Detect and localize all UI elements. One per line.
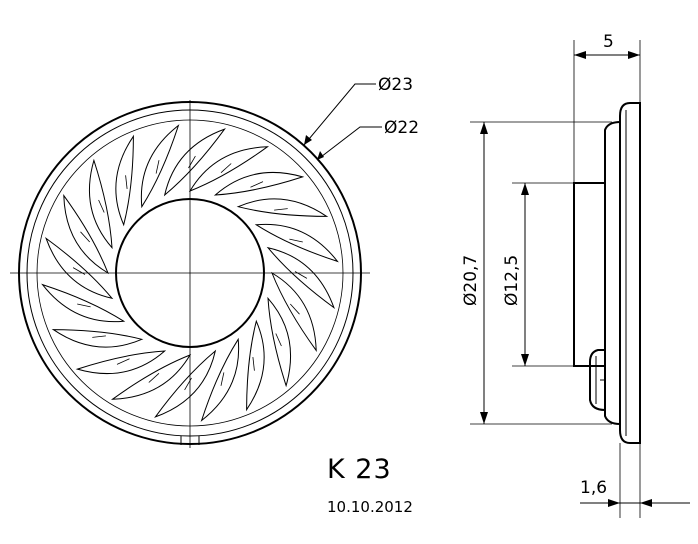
model-label: K 23: [327, 454, 392, 485]
flange-label: 1,6: [580, 478, 607, 498]
vent-rib: [98, 199, 105, 213]
vent-rib: [250, 181, 264, 188]
vent-slots: [41, 124, 339, 422]
vent-slot: [246, 319, 265, 412]
vent-slot: [88, 158, 113, 250]
title-block: K 23 10.10.2012: [327, 454, 413, 516]
vent-slot: [51, 329, 144, 348]
bottom-notch: [180, 436, 200, 445]
vent-slot: [75, 350, 167, 375]
flange-arrow-left: [608, 499, 620, 507]
depth-label: 5: [603, 32, 614, 52]
vent-slot: [154, 349, 217, 418]
vent-slot: [236, 198, 329, 217]
rim-profile: [619, 102, 641, 444]
magnet-body: [573, 182, 605, 367]
vent-rib: [289, 238, 303, 243]
vent-rib: [274, 208, 288, 211]
depth-arrow-right: [628, 51, 640, 59]
rim-arrow-bottom: [480, 412, 488, 424]
vent-rib: [125, 175, 128, 189]
vent-rib: [220, 163, 232, 173]
vent-slot: [163, 128, 226, 197]
magnet-diameter-label: Ø12,5: [502, 255, 522, 306]
vent-slot: [45, 237, 114, 300]
vent-slot: [270, 271, 317, 353]
vent-slot: [188, 146, 270, 193]
vent-rib: [148, 373, 160, 383]
flange-arrow-right: [640, 499, 652, 507]
inner-diameter-leader: [316, 126, 382, 161]
magnet-arrow-top: [521, 183, 529, 195]
vent-rib: [290, 303, 300, 315]
vent-rib: [252, 357, 255, 371]
vent-rib: [77, 303, 91, 308]
vent-rib: [155, 160, 160, 174]
depth-arrow-left: [574, 51, 586, 59]
outer-diameter-leader: [303, 83, 376, 146]
vent-rib: [116, 358, 130, 365]
outer-diameter-arrow: [304, 135, 312, 145]
vent-slot: [254, 223, 339, 263]
vent-slot: [63, 193, 110, 275]
solder-tab-inner: [595, 356, 605, 404]
vent-slot: [266, 246, 335, 309]
magnet-arrow-bottom: [521, 354, 529, 366]
date-label: 10.10.2012: [327, 498, 413, 516]
vent-rib: [80, 231, 90, 243]
vent-slot: [267, 296, 292, 388]
vent-slot: [200, 337, 240, 422]
vent-rib: [220, 372, 225, 386]
rim-arrow-top: [480, 122, 488, 134]
vent-slot: [115, 134, 134, 227]
vent-slot: [41, 283, 126, 323]
vent-rib: [92, 335, 106, 338]
inner-diameter-label: Ø22: [384, 118, 419, 138]
vent-slot: [213, 171, 305, 196]
vent-rib: [275, 333, 282, 347]
vent-slot: [140, 124, 180, 209]
side-view: 5 Ø20,7 Ø12,5 1,6: [461, 32, 690, 518]
solder-tab: [589, 349, 606, 411]
cone-profile: [604, 121, 621, 425]
outer-diameter-label: Ø23: [378, 75, 413, 95]
inner-diameter-arrow: [317, 151, 324, 160]
rim-diameter-label: Ø20,7: [461, 255, 481, 306]
front-view: Ø23 Ø22: [10, 75, 419, 448]
vent-slot: [110, 353, 192, 400]
